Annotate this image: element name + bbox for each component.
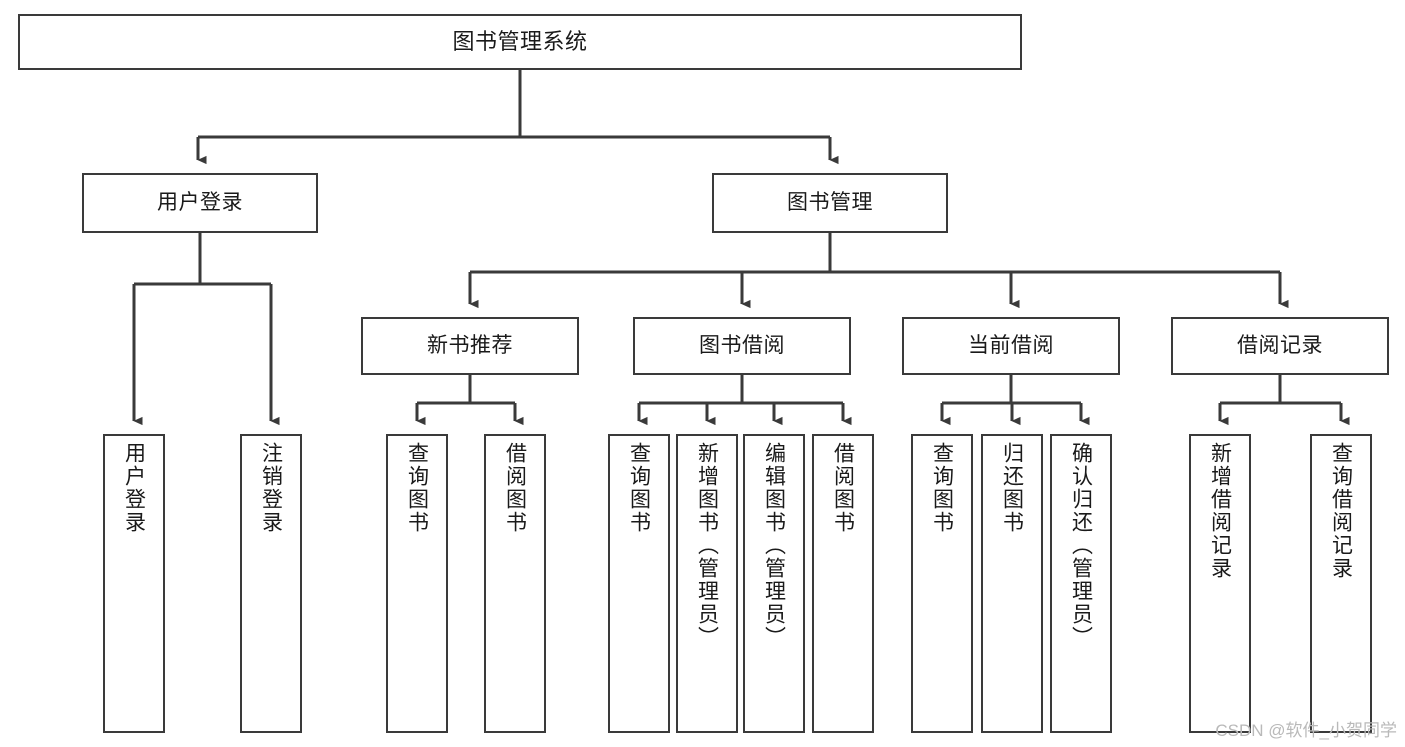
node-borrow-record[interactable]: 借阅记录 [1171,317,1389,375]
node-leaf-borrow-book-label: 借阅图书 [831,442,855,534]
node-new-book-recommend-label: 新书推荐 [427,333,513,357]
node-leaf-logout-login-label: 注销登录 [259,442,283,534]
node-leaf-add-book-admin[interactable]: 新增图书（管理员） [676,434,738,733]
node-leaf-add-borrow-record-label: 新增借阅记录 [1208,442,1232,580]
node-leaf-query-borrow-record-label: 查询借阅记录 [1329,442,1353,580]
node-leaf-edit-book-admin[interactable]: 编辑图书（管理员） [743,434,805,733]
node-root-system[interactable]: 图书管理系统 [18,14,1022,70]
node-user-login[interactable]: 用户登录 [82,173,318,233]
csdn-watermark: CSDN @软件_小贺同学 [1215,721,1397,740]
node-book-borrow[interactable]: 图书借阅 [633,317,851,375]
node-leaf-add-book-admin-label: 新增图书（管理员） [695,442,719,649]
node-leaf-logout-login[interactable]: 注销登录 [240,434,302,733]
node-leaf-edit-book-admin-label: 编辑图书（管理员） [762,442,786,649]
node-leaf-user-login-label: 用户登录 [122,442,146,534]
node-book-borrow-label: 图书借阅 [699,333,785,357]
node-leaf-query-book-borrow-label: 查询图书 [627,442,651,534]
node-borrow-record-label: 借阅记录 [1237,333,1323,357]
node-current-borrow[interactable]: 当前借阅 [902,317,1120,375]
node-leaf-return-book[interactable]: 归还图书 [981,434,1043,733]
node-book-management-label: 图书管理 [787,190,873,214]
node-new-book-recommend[interactable]: 新书推荐 [361,317,579,375]
node-current-borrow-label: 当前借阅 [968,333,1054,357]
node-leaf-query-borrow-record[interactable]: 查询借阅记录 [1310,434,1372,733]
node-leaf-query-book-recommend-label: 查询图书 [405,442,429,534]
node-leaf-return-book-label: 归还图书 [1000,442,1024,534]
node-leaf-confirm-return-admin-label: 确认归还（管理员） [1069,442,1093,649]
node-leaf-add-borrow-record[interactable]: 新增借阅记录 [1189,434,1251,733]
node-leaf-confirm-return-admin[interactable]: 确认归还（管理员） [1050,434,1112,733]
node-leaf-borrow-book-recommend[interactable]: 借阅图书 [484,434,546,733]
node-leaf-query-book-current-label: 查询图书 [930,442,954,534]
node-leaf-query-book-current[interactable]: 查询图书 [911,434,973,733]
node-root-system-label: 图书管理系统 [452,29,588,55]
node-leaf-query-book-borrow[interactable]: 查询图书 [608,434,670,733]
node-book-management[interactable]: 图书管理 [712,173,948,233]
node-leaf-borrow-book[interactable]: 借阅图书 [812,434,874,733]
node-leaf-borrow-book-recommend-label: 借阅图书 [503,442,527,534]
node-leaf-query-book-recommend[interactable]: 查询图书 [386,434,448,733]
node-leaf-user-login[interactable]: 用户登录 [103,434,165,733]
node-user-login-label: 用户登录 [157,190,243,214]
